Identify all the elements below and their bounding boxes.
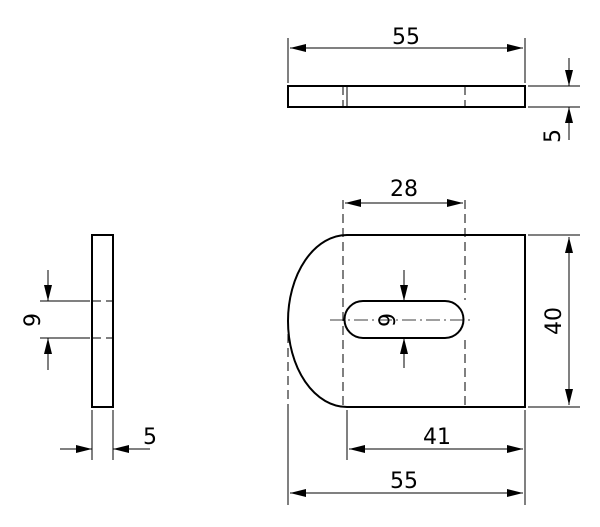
slot-outline <box>343 300 465 339</box>
side-view: 9 5 <box>21 234 157 460</box>
top-thickness-label: 5 <box>541 129 566 143</box>
side-view-outline <box>91 234 114 408</box>
side-slot-label: 9 <box>21 313 46 327</box>
front-view: 28 40 9 41 55 <box>287 177 580 505</box>
slot-spacing-label: 28 <box>390 177 418 202</box>
slot-width-label: 9 <box>376 313 401 327</box>
side-thickness-label: 5 <box>143 425 157 450</box>
height-label: 40 <box>542 307 567 335</box>
flat-length-label: 41 <box>423 425 451 450</box>
bottom-length-label: 55 <box>390 469 418 494</box>
top-view: 55 5 <box>287 25 580 143</box>
top-view-outline <box>287 85 526 108</box>
top-length-label: 55 <box>392 25 420 50</box>
front-view-outline <box>287 234 526 408</box>
